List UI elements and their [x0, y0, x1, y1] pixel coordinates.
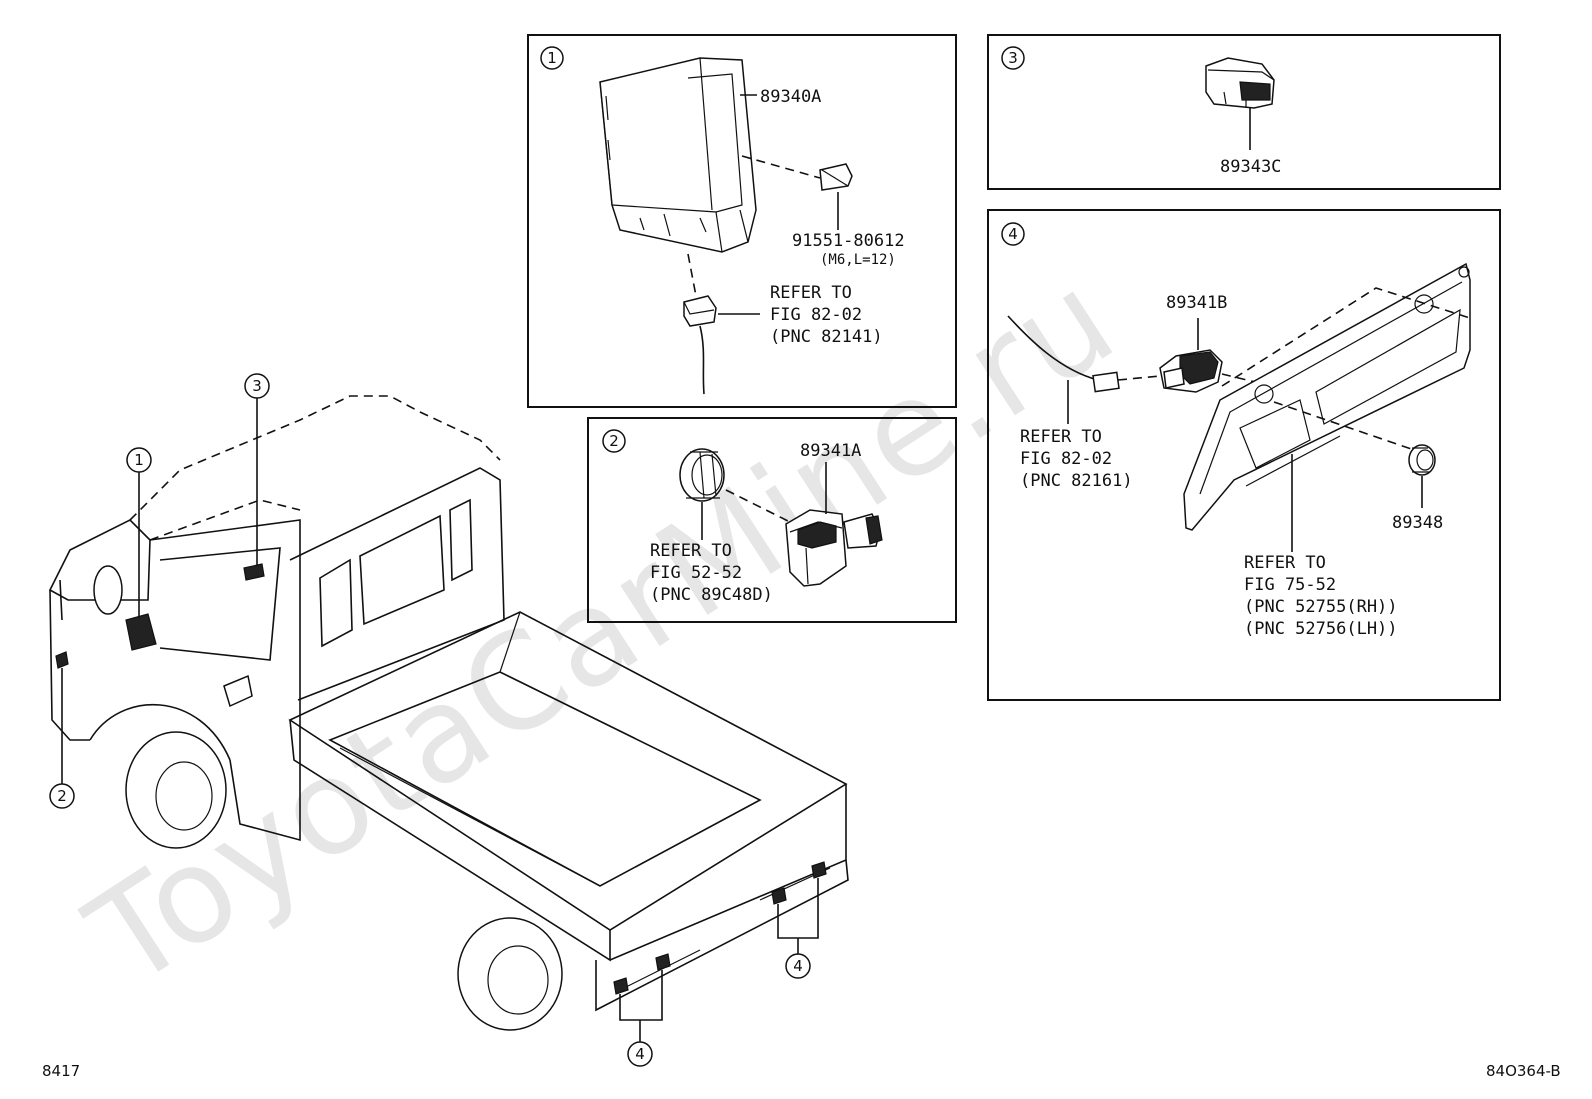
callout-2-circle — [602, 429, 626, 453]
panel2-refer-line1: REFER TO — [650, 541, 732, 561]
control-module-icon — [599, 57, 757, 253]
front-wheel-icon — [125, 731, 227, 849]
truck-callout-4b: 4 — [793, 957, 803, 975]
rear-sensor-1-icon — [613, 977, 629, 995]
module-location-icon — [125, 613, 157, 651]
callout-4-circle — [1001, 222, 1025, 246]
callout-2-label: 2 — [609, 432, 619, 450]
sensor-89341B-icon — [1159, 349, 1223, 393]
panel4-wire-refer-line2: FIG 82-02 — [1020, 449, 1112, 469]
panel-4-frame — [987, 209, 1501, 701]
part-89343C-label: 89343C — [1220, 157, 1281, 177]
bolt-spec-label: (M6,L=12) — [820, 252, 896, 268]
rear-wheel-icon — [457, 917, 563, 1031]
watermark: ToyotaCarMine.ru — [63, 242, 1142, 1017]
panel-1-frame — [527, 34, 957, 408]
panel-2: 2 89341A REFER TO FIG 52-52 (PNC 89C48D) — [587, 417, 957, 623]
panel2-refer-line3: (PNC 89C48D) — [650, 585, 773, 605]
truck-callout-3: 3 — [252, 377, 262, 395]
truck-callouts: 1 3 2 4 4 — [49, 373, 819, 1067]
part-91551-label: 91551-80612 — [792, 231, 905, 251]
panel4-wire-refer-line3: (PNC 82161) — [1020, 471, 1133, 491]
panel2-refer-line2: FIG 52-52 — [650, 563, 742, 583]
sensor-location-2-icon — [55, 651, 69, 669]
truck-illustration — [48, 395, 849, 1031]
wire-harness-icon — [1007, 315, 1099, 381]
panel4-panel-refer-line4: (PNC 52756(LH)) — [1244, 619, 1398, 639]
part-89341A-label: 89341A — [800, 441, 861, 461]
panel-2-frame — [587, 417, 957, 623]
footer-left-code: 8417 — [42, 1062, 80, 1080]
callout-3-circle — [1001, 46, 1025, 70]
panel4-panel-refer-line3: (PNC 52755(RH)) — [1244, 597, 1398, 617]
part-89340A-label: 89340A — [760, 87, 821, 107]
sensor-89343C-icon — [1205, 57, 1275, 109]
panel1-refer-line2: FIG 82-02 — [770, 305, 862, 325]
panel-3: 3 89343C — [987, 34, 1501, 190]
panel-1: 1 89340A 91551-80612 (M6,L=12) — [527, 34, 957, 408]
rear-sensor-2-icon — [655, 953, 671, 971]
footer-right-code: 84O364-B — [1486, 1062, 1561, 1080]
callout-1-circle — [540, 46, 564, 70]
rear-sensor-4-icon — [811, 861, 827, 879]
sensor-89341A-icon — [785, 509, 883, 587]
truck-callout-1: 1 — [134, 451, 144, 469]
callout-1-label: 1 — [547, 49, 557, 67]
rear-sensor-3-icon — [771, 887, 787, 905]
bolt-icon — [819, 163, 853, 191]
connector-icon — [683, 295, 717, 395]
part-89348-label: 89348 — [1392, 513, 1443, 533]
retainer-icon — [679, 448, 725, 502]
mirror-icon — [93, 565, 123, 615]
panel4-wire-refer-line1: REFER TO — [1020, 427, 1102, 447]
truck-callout-4a: 4 — [635, 1045, 645, 1063]
panel1-refer-line3: (PNC 82141) — [770, 327, 883, 347]
callout-3-label: 3 — [1008, 49, 1018, 67]
ring-89348-icon — [1408, 444, 1436, 476]
panel1-refer-line1: REFER TO — [770, 283, 852, 303]
part-89341B-label: 89341B — [1166, 293, 1227, 313]
panel4-panel-refer-line1: REFER TO — [1244, 553, 1326, 573]
wire-connector-icon — [1092, 371, 1120, 393]
truck-callout-2: 2 — [57, 787, 67, 805]
panel-4: 4 REFER TO FIG 82-02 (PNC 82161) 89341B — [987, 209, 1501, 701]
bumper-panel-icon — [1183, 262, 1471, 531]
panel4-panel-refer-line2: FIG 75-52 — [1244, 575, 1336, 595]
panel-3-frame — [987, 34, 1501, 190]
sensor-location-3-icon — [243, 563, 265, 581]
callout-4-label: 4 — [1008, 225, 1018, 243]
